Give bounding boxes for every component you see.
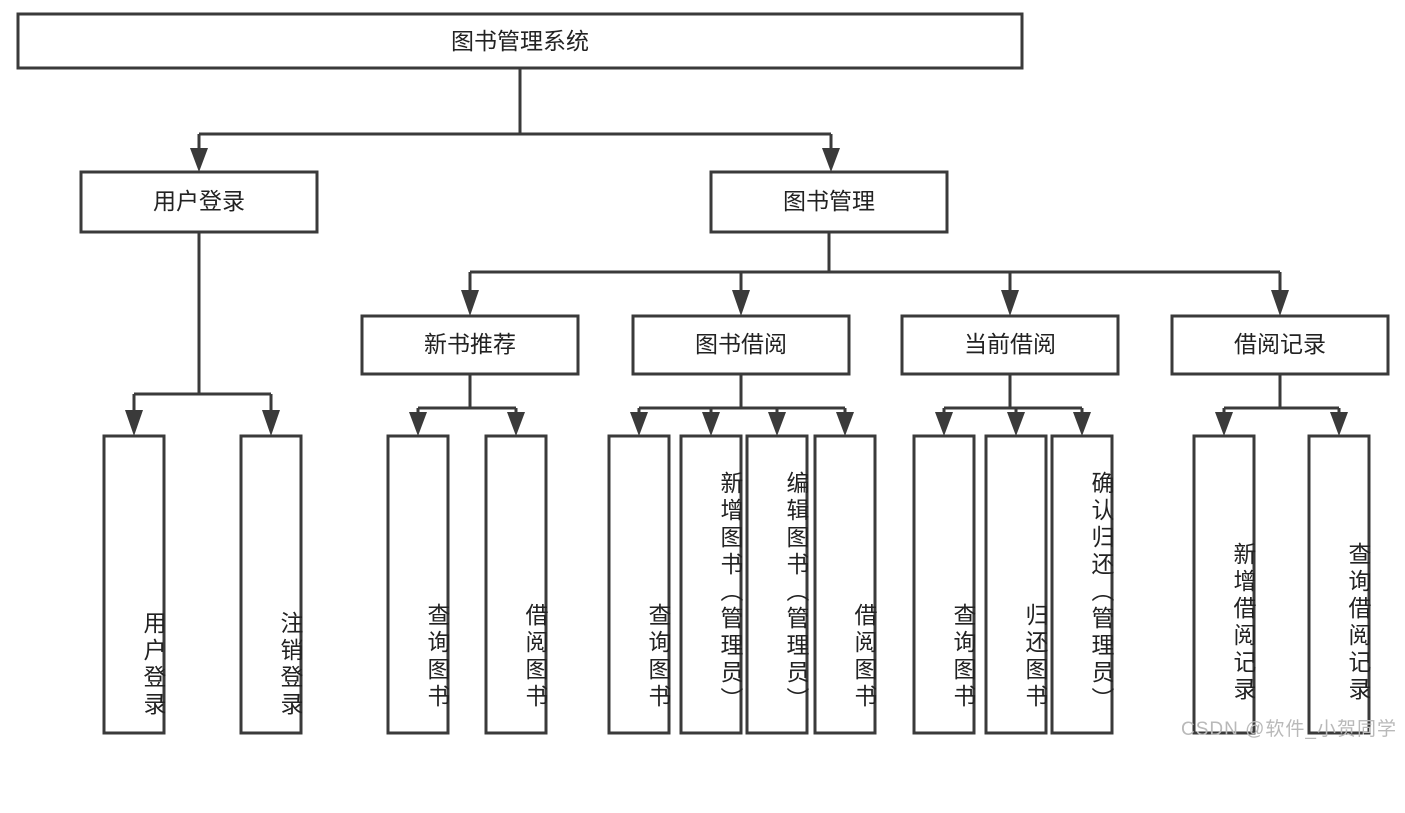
arrowhead-to-user-login <box>190 148 208 172</box>
link-bookborrow-bus <box>637 374 847 420</box>
arrowhead-to-leaf-add-borrow-record <box>1215 412 1233 436</box>
leaf-query-book-borrow-box[interactable] <box>607 434 671 735</box>
arrowhead-to-borrow-records <box>1271 290 1289 316</box>
arrowhead-to-new-book-recommend <box>461 290 479 316</box>
arrowhead-to-current-borrow <box>1001 290 1019 316</box>
node-new-book-recommend-label: 新书推荐 <box>424 331 516 357</box>
leaf-borrow-book-box[interactable] <box>813 434 877 735</box>
node-new-book-recommend-box[interactable] <box>360 314 580 376</box>
arrowhead-to-leaf-query-book-borrow <box>630 412 648 436</box>
node-user-login-box[interactable] <box>79 170 319 234</box>
arrowhead-to-leaf-confirm-return-admin <box>1073 412 1091 436</box>
arrowhead-to-leaf-user-login <box>125 410 143 436</box>
leaf-borrow-book-recommend-box[interactable] <box>484 434 548 735</box>
csdn-watermark: CSDN @软件_小贺同学 <box>1181 719 1397 740</box>
node-borrow-records-box[interactable] <box>1170 314 1390 376</box>
node-root[interactable]: 图书管理系统 <box>16 12 1024 70</box>
node-root-box[interactable] <box>16 12 1024 70</box>
arrowhead-to-book-borrow <box>732 290 750 316</box>
arrowhead-to-leaf-logout-login <box>262 410 280 436</box>
node-user-login[interactable]: 用户登录 <box>79 170 319 234</box>
leaf-return-book-box[interactable] <box>984 434 1048 735</box>
leaf-query-book-current-box[interactable] <box>912 434 976 735</box>
tree-diagram-svg: 图书管理系统 用户登录 图书管理 新书推荐 图书借阅 <box>16 12 1390 735</box>
link-newbook-bus <box>416 374 518 420</box>
arrowhead-to-book-management <box>822 148 840 172</box>
node-borrow-records[interactable]: 借阅记录 <box>1170 314 1390 376</box>
node-book-management-box[interactable] <box>709 170 949 234</box>
leaf-edit-book-admin-box[interactable] <box>745 434 809 735</box>
leaf-query-book-recommend-box[interactable] <box>386 434 450 735</box>
diagram-canvas: 图书管理系统 用户登录 图书管理 新书推荐 图书借阅 <box>16 12 1397 740</box>
leaf-logout-login-box[interactable] <box>239 434 303 735</box>
arrowhead-to-leaf-edit-book-admin <box>768 412 786 436</box>
arrowhead-to-leaf-borrow-book-recommend <box>507 412 525 436</box>
node-current-borrow[interactable]: 当前借阅 <box>900 314 1120 376</box>
node-book-borrow-label: 图书借阅 <box>695 331 787 357</box>
leaf-add-book-admin-box[interactable] <box>679 434 743 735</box>
node-book-management-label: 图书管理 <box>783 188 875 214</box>
node-layer: 图书管理系统 用户登录 图书管理 新书推荐 图书借阅 <box>16 12 1390 735</box>
leaf-add-borrow-record-box[interactable] <box>1192 434 1256 735</box>
link-root-bus <box>197 68 833 156</box>
arrowhead-to-leaf-query-book-recommend <box>409 412 427 436</box>
node-borrow-records-label: 借阅记录 <box>1234 331 1326 357</box>
node-book-management[interactable]: 图书管理 <box>709 170 949 234</box>
node-user-login-label: 用户登录 <box>153 188 245 214</box>
arrowhead-to-leaf-borrow-book <box>836 412 854 436</box>
link-bookmgmt-bus <box>468 232 1282 300</box>
node-book-borrow[interactable]: 图书借阅 <box>631 314 851 376</box>
arrowhead-to-leaf-return-book <box>1007 412 1025 436</box>
connector-layer <box>125 68 1348 436</box>
arrowhead-to-leaf-query-book-current <box>935 412 953 436</box>
node-current-borrow-label: 当前借阅 <box>964 331 1056 357</box>
leaf-query-borrow-record-box[interactable] <box>1307 434 1371 735</box>
node-book-borrow-box[interactable] <box>631 314 851 376</box>
arrowhead-to-leaf-query-borrow-record <box>1330 412 1348 436</box>
link-borrowrecords-bus <box>1222 374 1341 420</box>
leaf-confirm-return-admin-box[interactable] <box>1050 434 1114 735</box>
arrowhead-to-leaf-add-book-admin <box>702 412 720 436</box>
node-current-borrow-box[interactable] <box>900 314 1120 376</box>
link-userlogin-bus <box>132 232 273 418</box>
node-new-book-recommend[interactable]: 新书推荐 <box>360 314 580 376</box>
leaf-user-login-box[interactable] <box>102 434 166 735</box>
node-root-label: 图书管理系统 <box>451 28 589 54</box>
